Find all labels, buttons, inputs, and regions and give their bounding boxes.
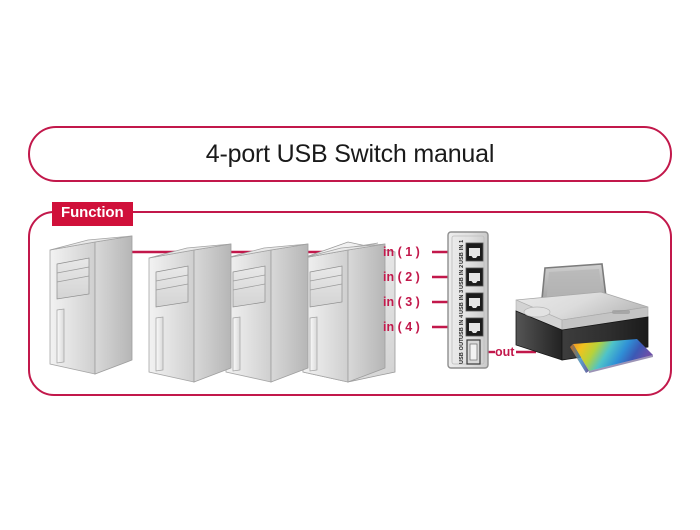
port-label-line-2: IN 1	[459, 239, 465, 251]
label-in-1: in ( 1 )	[383, 245, 420, 259]
port-label-line-2: IN 4	[459, 314, 465, 326]
port-label-usb-in-1: USB IN 1	[450, 240, 474, 264]
port-label-line-1: USB	[459, 302, 465, 314]
port-label-usb-in-2: USB IN 2	[450, 265, 474, 289]
port-label-line-1: USB	[459, 277, 465, 289]
label-in-3: in ( 3 )	[383, 295, 420, 309]
label-out: out	[495, 345, 515, 359]
port-label-usb-in-3: USB IN 3	[450, 290, 474, 314]
label-in-2: in ( 2 )	[383, 270, 420, 284]
function-badge: Function	[52, 202, 133, 226]
port-label-usb-out: USB OUT	[450, 338, 474, 364]
title-box: 4-port USB Switch manual	[28, 126, 672, 182]
port-label-usb-in-4: USB IN 4	[450, 315, 474, 339]
port-label-line-1: USB	[459, 252, 465, 264]
label-in-4: in ( 4 )	[383, 320, 420, 334]
port-label-line-2: OUT	[459, 338, 465, 351]
port-label-line-2: IN 2	[459, 264, 465, 276]
port-label-line-1: USB	[459, 352, 465, 364]
port-label-line-2: IN 3	[459, 289, 465, 301]
function-panel	[28, 211, 672, 396]
page-title: 4-port USB Switch manual	[205, 139, 495, 168]
